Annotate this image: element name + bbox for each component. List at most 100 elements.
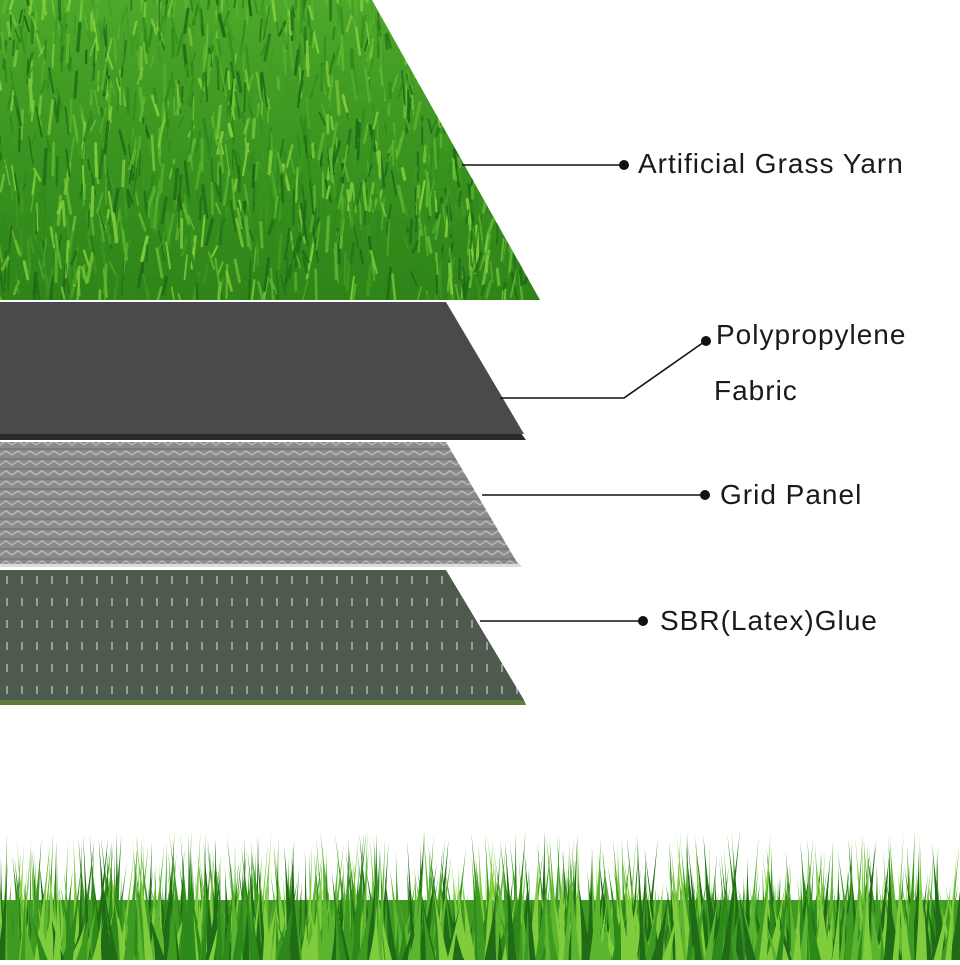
- grass-blade: [514, 79, 517, 103]
- grass-blade: [313, 144, 314, 157]
- grass-blade: [528, 139, 532, 150]
- glue-edge: [0, 700, 526, 705]
- grass-blade: [228, 72, 229, 89]
- grass-blade: [208, 55, 210, 86]
- grass-blade: [494, 21, 499, 46]
- grass-blade: [478, 157, 480, 168]
- grass-blade: [533, 81, 535, 95]
- grass-blade: [436, 253, 437, 274]
- grass-blade: [504, 290, 505, 309]
- grass-blade: [516, 150, 518, 171]
- grass-blade: [233, 80, 235, 115]
- grass-blade: [192, 63, 193, 74]
- leader-line-fabric: [500, 342, 704, 398]
- grass-blade: [326, 255, 327, 286]
- grass-blade: [13, 41, 14, 56]
- grass-blade: [227, 265, 228, 298]
- grass-blade: [535, 134, 536, 165]
- grass-blade: [402, 169, 404, 180]
- grass-blade: [500, 54, 502, 89]
- grass-blade: [457, 125, 458, 150]
- grass-blade: [366, 0, 367, 2]
- grass-blade: [498, 16, 504, 48]
- grass-blade: [35, 221, 36, 240]
- grass-blade: [496, 145, 499, 179]
- grass-blade: [200, 197, 202, 220]
- grass-blade: [344, 233, 345, 249]
- grass-blade: [382, 88, 383, 118]
- grass-blade: [482, 97, 483, 131]
- grass-blade: [492, 97, 496, 112]
- grass-blade: [407, 10, 412, 32]
- label-grid-panel: Grid Panel: [720, 481, 862, 509]
- grass-blade: [272, 235, 273, 260]
- grass-blade: [96, 144, 97, 176]
- grass-blade: [499, 206, 503, 231]
- grass-blade: [431, 290, 432, 303]
- grass-blade: [253, 165, 254, 187]
- grass-blade: [28, 241, 30, 273]
- grass-blade: [537, 104, 540, 132]
- grass-blade: [253, 119, 254, 137]
- grass-blade: [58, 98, 59, 116]
- glue-shape: [0, 570, 524, 700]
- grass-blade: [154, 89, 156, 102]
- grass-blade: [44, 149, 46, 184]
- grass-blade: [520, 176, 524, 187]
- grass-blade: [256, 107, 257, 118]
- grass-blade: [79, 138, 80, 153]
- grass-blade: [59, 0, 60, 19]
- grass-blade: [492, 146, 493, 165]
- grass-blade: [514, 59, 519, 75]
- grass-blade: [497, 269, 499, 285]
- grass-blade: [92, 187, 93, 216]
- grass-blade: [379, 152, 380, 179]
- grass-blade: [33, 254, 34, 266]
- grass-blade: [432, 50, 434, 67]
- grass-blade: [532, 113, 538, 142]
- grass-blade: [470, 34, 471, 48]
- grass-blade: [195, 0, 196, 3]
- grass-blade: [424, 30, 427, 52]
- grass-blade: [470, 89, 476, 114]
- grass-blade: [261, 222, 262, 247]
- grass-blade: [74, 17, 75, 33]
- grass-blade: [166, 98, 167, 126]
- grass-blade: [481, 136, 485, 153]
- grass-blade: [298, 0, 299, 20]
- grass-blade: [512, 24, 514, 42]
- grass-blade: [123, 161, 124, 186]
- grass-blade: [495, 88, 498, 117]
- grass-blade: [143, 168, 144, 192]
- grass-blade: [469, 121, 474, 140]
- grass-blade: [518, 136, 521, 149]
- grass-blade: [310, 33, 311, 44]
- grass-blade: [531, 29, 536, 40]
- grass-blade: [486, 183, 487, 208]
- grass-blade: [502, 0, 503, 1]
- grass-blade: [485, 32, 489, 55]
- grass-blade: [263, 0, 264, 30]
- grass-blade: [218, 163, 219, 184]
- grass-blade: [14, 120, 15, 143]
- grass-blade: [537, 36, 538, 67]
- grass-blade: [424, 146, 426, 162]
- grass-blade: [421, 38, 422, 71]
- grass-blade: [436, 15, 441, 38]
- grass-blade: [531, 78, 532, 99]
- grass-blade: [186, 66, 187, 82]
- grass-blade: [507, 39, 508, 60]
- grass-blade: [530, 120, 534, 143]
- grass-blade: [105, 265, 107, 293]
- grass-blade: [220, 167, 221, 202]
- grass-blade: [350, 203, 352, 225]
- grass-blade: [535, 0, 536, 6]
- grass-blade: [212, 184, 213, 214]
- grass-blade: [326, 0, 327, 1]
- grass-blade: [532, 57, 537, 80]
- grass-blade: [528, 118, 531, 146]
- grass-blade: [476, 200, 478, 215]
- grass-blade: [190, 47, 191, 62]
- grass-blade: [169, 141, 170, 152]
